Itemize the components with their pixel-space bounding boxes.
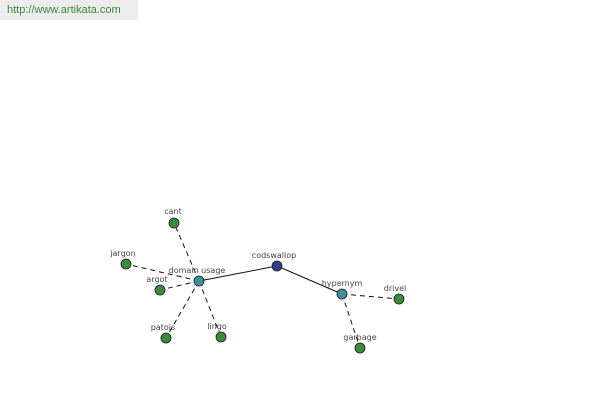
node-jargon[interactable] [120,258,132,270]
edge-hypernym-garbage [341,293,361,349]
node-codswallop[interactable] [271,260,283,272]
node-argot[interactable] [154,284,166,296]
label-cant: cant [164,207,182,216]
edge-domain-usage-lingo [198,280,222,338]
edge-domain-usage-argot [159,280,200,291]
label-codswallop: codswallop [252,251,296,260]
label-hypernym: hypernym [322,279,363,288]
label-drivel: drivel [384,284,406,293]
edge-domain-usage-patois [165,280,200,339]
label-domain-usage: domain usage [169,266,226,275]
label-garbage: garbage [343,333,376,342]
edge-codswallop-domain-usage [198,265,278,282]
edge-codswallop-hypernym [276,265,343,295]
node-garbage[interactable] [354,342,366,354]
label-lingo: lingo [207,322,227,331]
label-patois: patois [151,323,175,332]
node-cant[interactable] [168,217,180,229]
label-argot: argot [146,275,167,284]
node-drivel[interactable] [393,293,405,305]
edge-domain-usage-cant [173,222,200,282]
label-jargon: jargon [109,249,135,258]
node-patois[interactable] [160,332,172,344]
node-lingo[interactable] [215,331,227,343]
node-hypernym[interactable] [336,288,348,300]
edge-domain-usage-jargon [125,263,200,282]
url-watermark: http://www.artikata.com [0,0,138,20]
edge-hypernym-drivel [341,293,400,300]
node-domain-usage[interactable] [193,275,205,287]
